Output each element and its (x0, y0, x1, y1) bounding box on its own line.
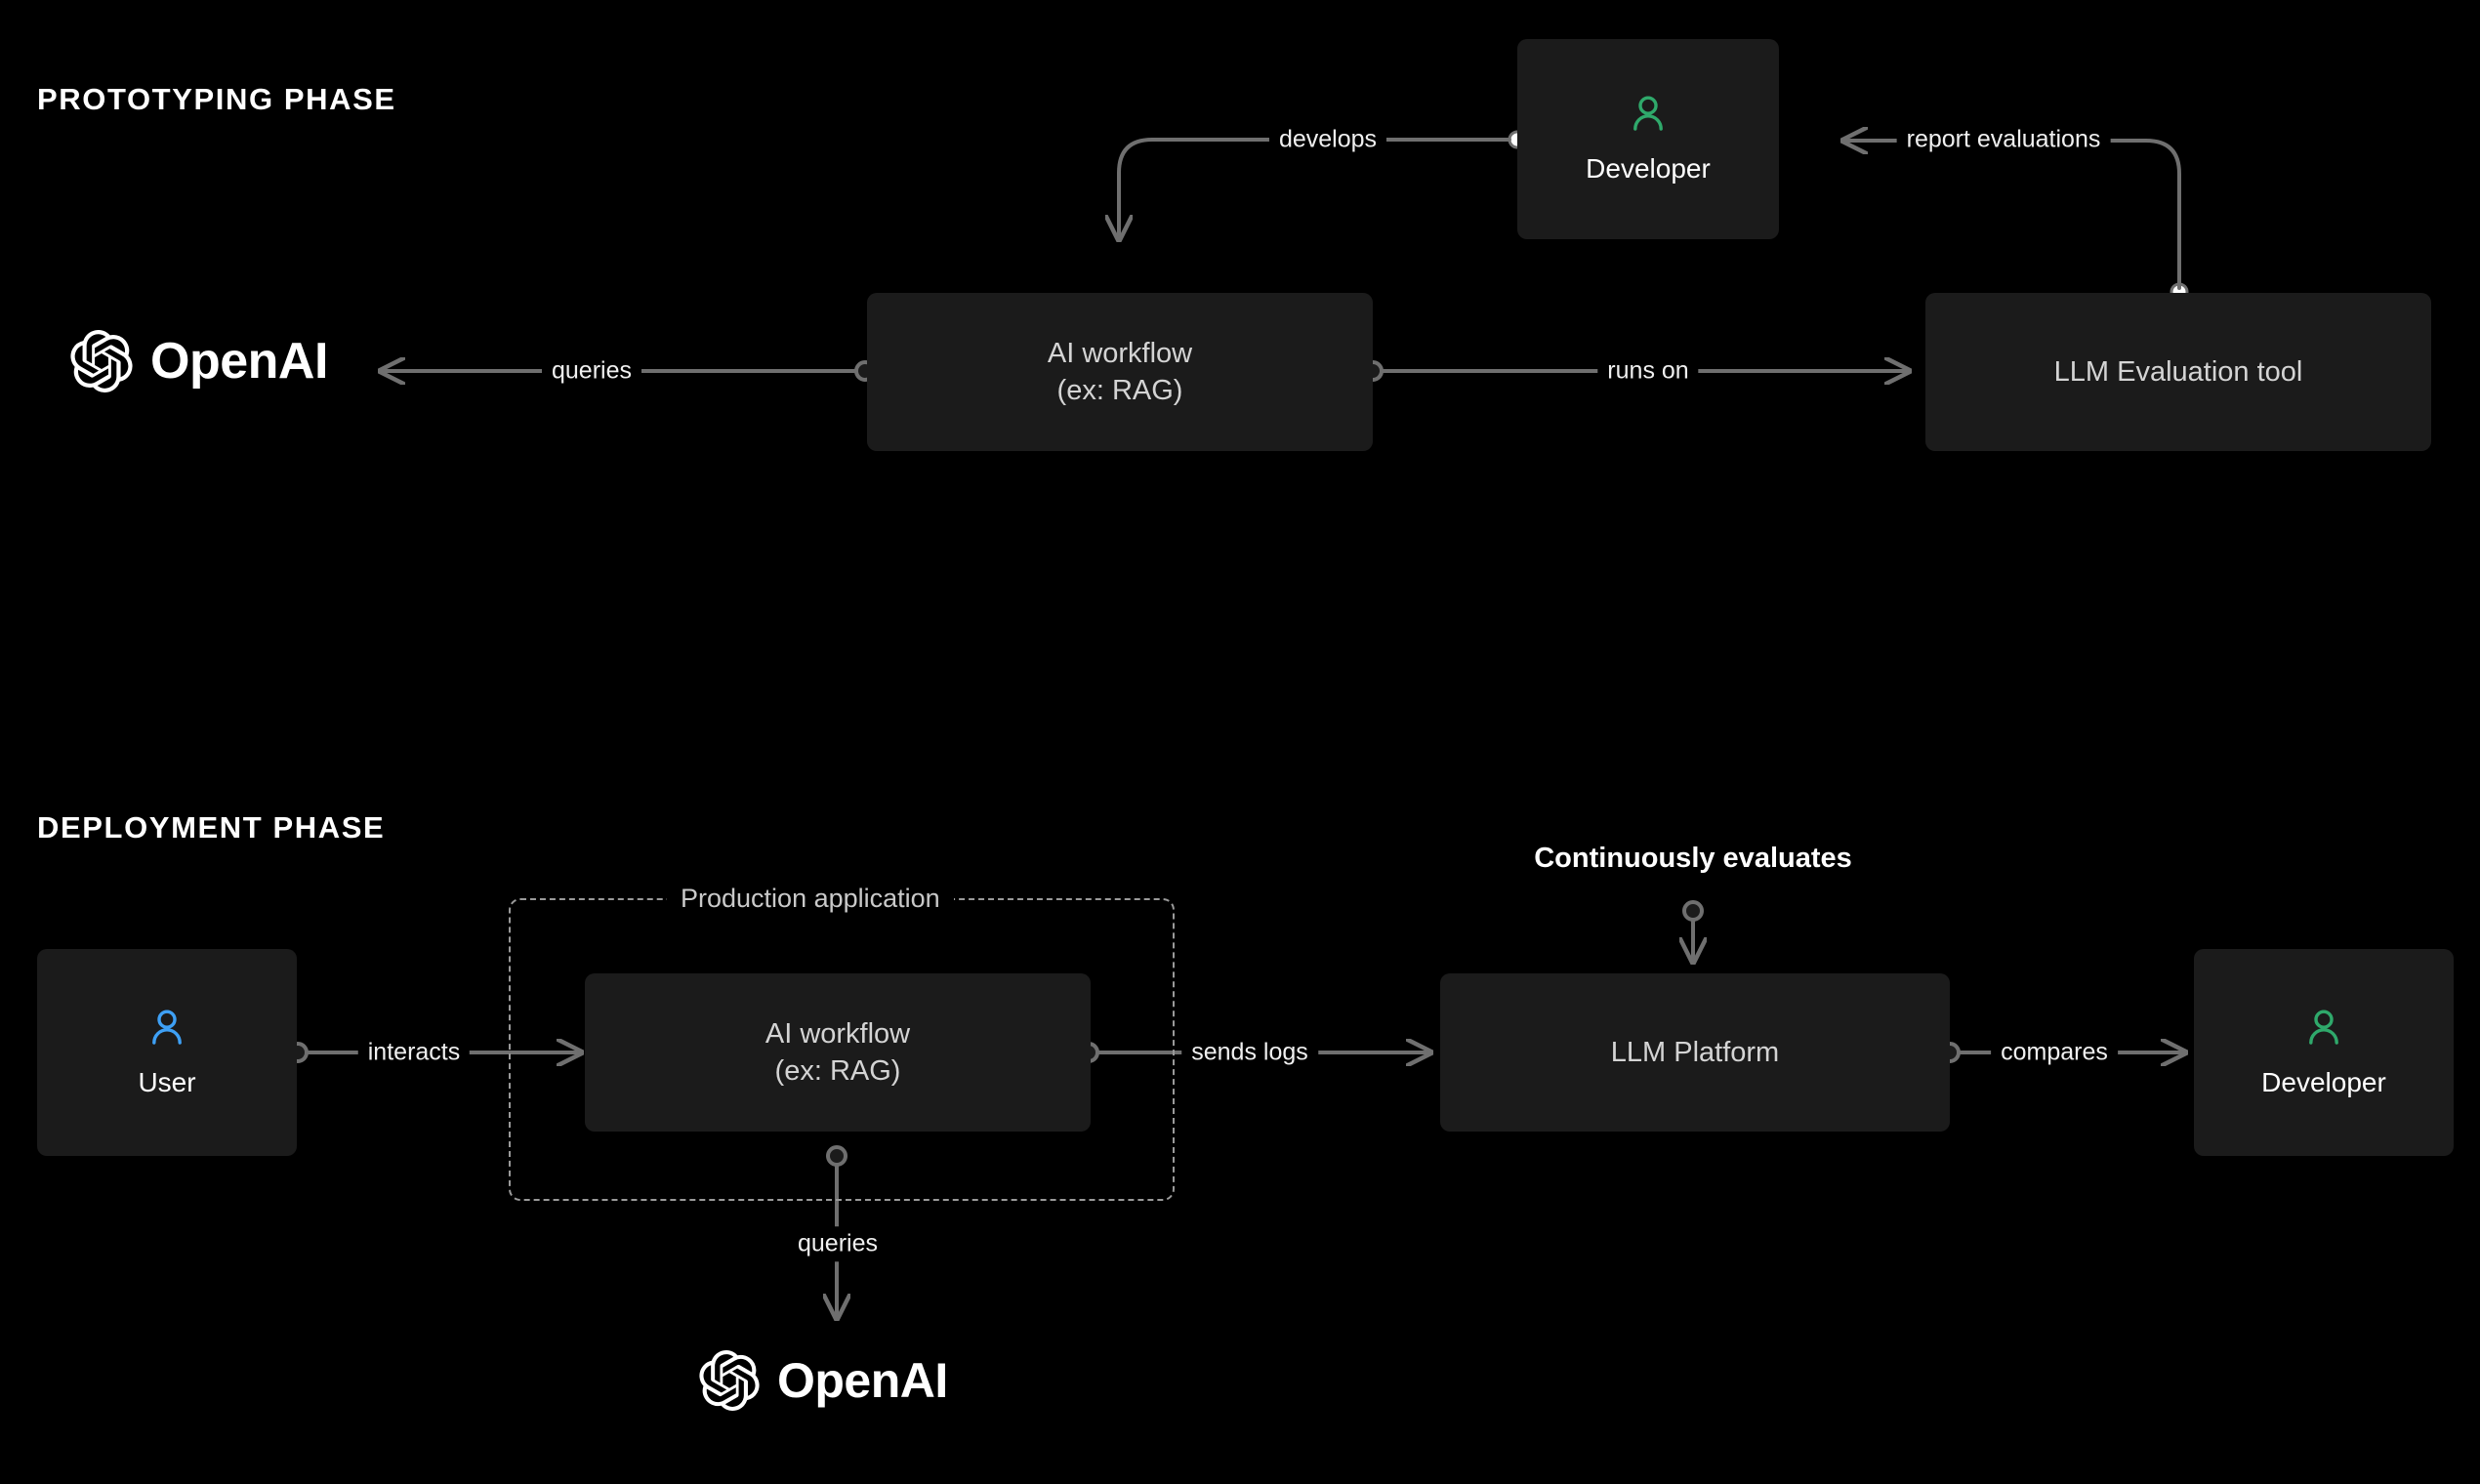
node-label: Developer (1586, 153, 1711, 185)
node-developer-prototyping[interactable]: Developer (1517, 39, 1779, 239)
node-user[interactable]: User (37, 949, 297, 1156)
prototyping-phase-title: PROTOTYPING PHASE (37, 82, 396, 116)
person-icon (152, 1010, 182, 1045)
openai-logo-icon (70, 330, 133, 392)
node-ai-workflow-deployment[interactable]: AI workflow (ex: RAG) (585, 973, 1091, 1132)
group-title-production-application: Production application (667, 884, 954, 914)
node-llm-evaluation-tool[interactable]: LLM Evaluation tool (1925, 293, 2431, 451)
node-ai-workflow-prototyping[interactable]: AI workflow (ex: RAG) (867, 293, 1373, 451)
openai-logo-icon (699, 1350, 760, 1411)
person-icon (1633, 96, 1663, 131)
edge-label-runs-on: runs on (1597, 353, 1699, 389)
edge-label-sends-logs: sends logs (1181, 1035, 1318, 1070)
node-label: LLM Evaluation tool (2053, 355, 2303, 388)
deployment-phase-title: DEPLOYMENT PHASE (37, 810, 386, 845)
edge-label-continuously-evaluates: Continuously evaluates (1524, 840, 1862, 879)
node-label-line1: AI workflow (765, 1017, 911, 1050)
edge-label-queries-bottom: queries (788, 1226, 888, 1261)
node-label: LLM Platform (1610, 1036, 1780, 1068)
node-label: Developer (2261, 1066, 2386, 1097)
edge-label-develops: develops (1268, 122, 1387, 157)
node-llm-platform[interactable]: LLM Platform (1440, 973, 1950, 1132)
node-label-line2: (ex: RAG) (774, 1055, 901, 1087)
openai-wordmark: OpenAI (150, 333, 328, 390)
node-label: User (138, 1066, 196, 1097)
node-label-line2: (ex: RAG) (1056, 375, 1183, 406)
edge-continuously-evaluates (1684, 900, 1702, 962)
person-icon (2309, 1010, 2338, 1045)
edge-label-compares: compares (1991, 1035, 2118, 1070)
node-label-line1: AI workflow (1047, 337, 1193, 369)
openai-wordmark: OpenAI (777, 1353, 948, 1408)
node-developer-deployment[interactable]: Developer (2194, 949, 2454, 1156)
openai-logo-prototyping: OpenAI (70, 330, 328, 392)
edge-label-queries-top: queries (542, 353, 641, 389)
edge-label-report-evaluations: report evaluations (1896, 122, 2111, 157)
edge-label-interacts: interacts (357, 1035, 471, 1070)
edge-report-evaluations (1843, 141, 2189, 302)
openai-logo-deployment: OpenAI (699, 1350, 948, 1411)
